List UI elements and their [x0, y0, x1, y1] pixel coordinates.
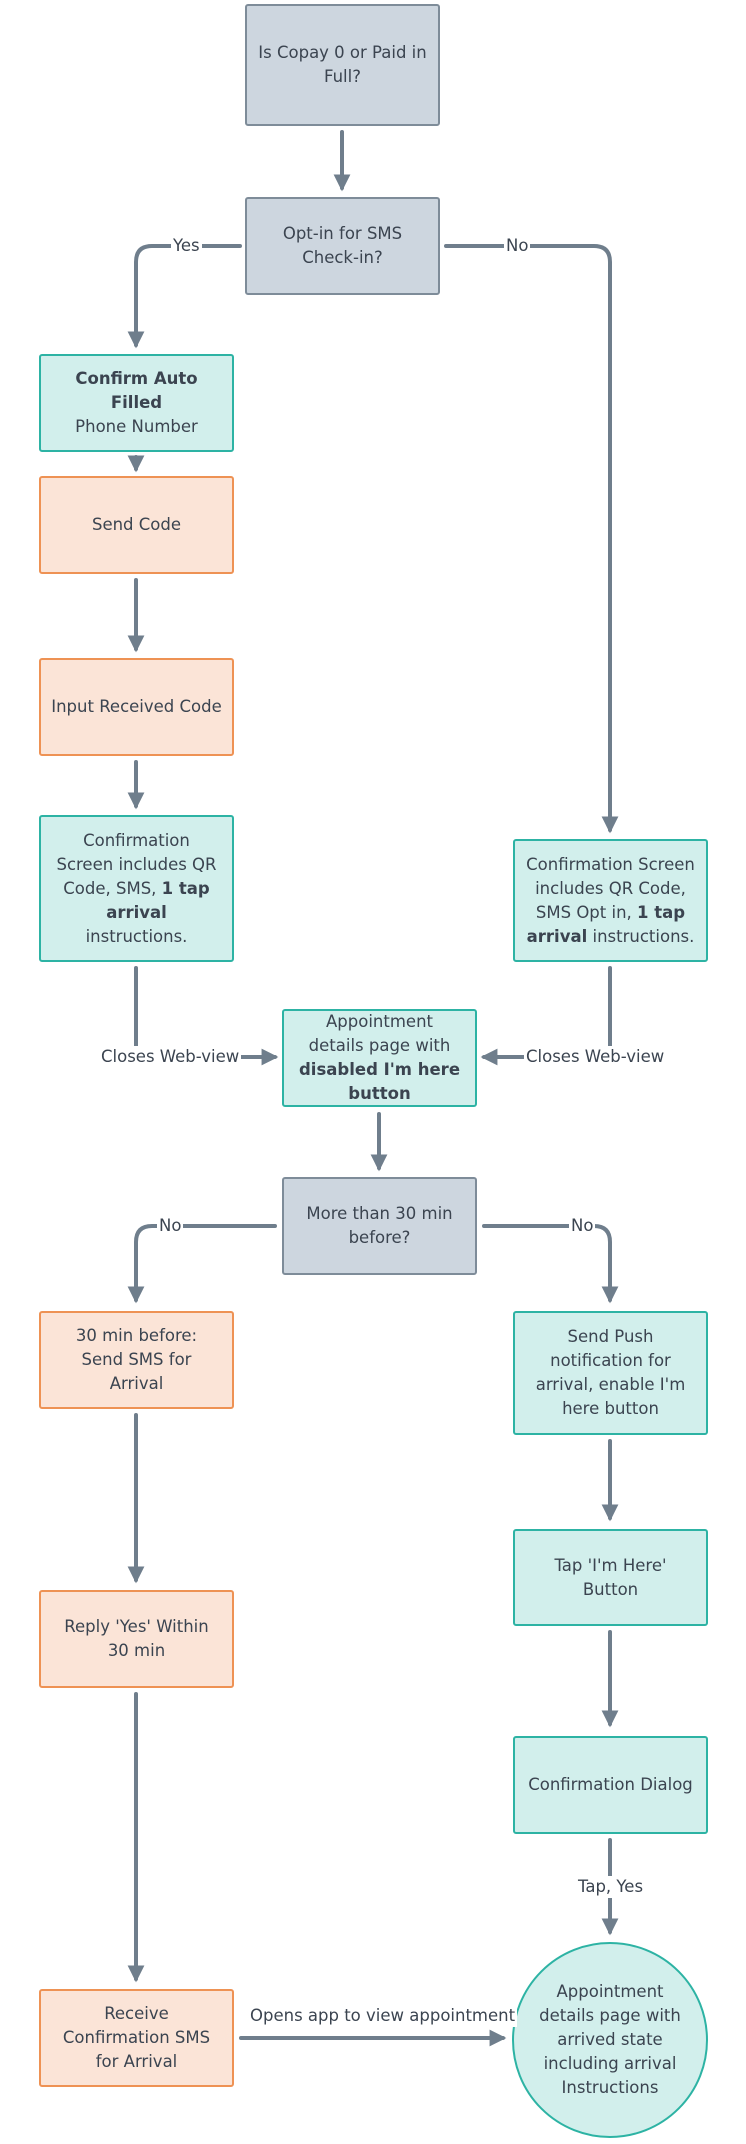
edge-label-no-left: No	[157, 1215, 184, 1237]
decision-more-30-text: More than 30 min before?	[306, 1204, 453, 1247]
step-send-code: Send Code	[39, 476, 234, 574]
decision-copay-text: Is Copay 0 or Paid in Full?	[258, 43, 427, 86]
appt-disabled-bold: disabled I'm here button	[298, 1060, 461, 1103]
step-push-notification: Send Push notification for arrival, enab…	[513, 1311, 708, 1435]
end-appointment-arrived-text: Appointment details page with arrived st…	[539, 1982, 681, 2097]
step-reply-yes-text: Reply 'Yes' Within 30 min	[64, 1617, 209, 1660]
step-push-notification-text: Send Push notification for arrival, enab…	[535, 1327, 686, 1418]
decision-sms-optin: Opt-in for SMS Check-in?	[245, 197, 440, 295]
decision-copay: Is Copay 0 or Paid in Full?	[245, 4, 440, 126]
step-send-code-text: Send Code	[91, 515, 182, 534]
edge-label-yes: Yes	[171, 235, 202, 257]
step-send-sms-arrival-text: 30 min before: Send SMS for Arrival	[75, 1326, 198, 1393]
conf-left-pre: Confirmation Screen includes QR Code, SM…	[56, 830, 217, 898]
step-receive-confirmation-text: Receive Confirmation SMS for Arrival	[62, 2004, 211, 2071]
conf-right-post: instructions.	[587, 926, 695, 946]
conf-right-pre: Confirmation Screen includes QR Code, SM…	[526, 854, 695, 922]
end-appointment-arrived: Appointment details page with arrived st…	[512, 1942, 708, 2138]
appt-disabled-pre: Appointment details page with	[308, 1012, 451, 1055]
screen-confirmation-left-text: Confirmation Screen includes QR Code, SM…	[55, 829, 218, 949]
conf-left-bold: 1 tap arrival	[106, 878, 210, 922]
step-input-code: Input Received Code	[39, 658, 234, 756]
edge-conf-right-to-appt	[480, 966, 612, 1066]
edge-optin-no	[444, 244, 619, 834]
edge-more30-no-right	[482, 1224, 619, 1304]
edge-label-no-optin: No	[504, 235, 531, 257]
screen-appointment-disabled: Appointment details page with disabled I…	[282, 1009, 477, 1107]
step-tap-im-here: Tap 'I'm Here' Button	[513, 1529, 708, 1626]
step-confirm-phone-bold: Confirm Auto Filled	[75, 369, 198, 412]
decision-more-30: More than 30 min before?	[282, 1177, 477, 1275]
step-send-sms-arrival: 30 min before: Send SMS for Arrival	[39, 1311, 234, 1409]
edge-label-closes-right: Closes Web-view	[524, 1046, 667, 1068]
screen-confirmation-right: Confirmation Screen includes QR Code, SM…	[513, 839, 708, 962]
edge-conf-left-to-appt	[134, 966, 279, 1066]
edge-label-opens-app: Opens app to view appointment	[248, 2005, 518, 2027]
decision-sms-optin-text: Opt-in for SMS Check-in?	[282, 224, 403, 267]
step-input-code-text: Input Received Code	[51, 697, 222, 716]
conf-right-bold: 1 tap arrival	[526, 902, 686, 946]
step-confirmation-dialog: Confirmation Dialog	[513, 1736, 708, 1834]
edge-label-tap-yes: Tap, Yes	[576, 1876, 646, 1898]
screen-appointment-disabled-text: Appointment details page with disabled I…	[298, 1010, 461, 1106]
edge-more30-no-left	[127, 1224, 277, 1304]
step-receive-confirmation: Receive Confirmation SMS for Arrival	[39, 1989, 234, 2087]
edge-label-closes-left: Closes Web-view	[99, 1046, 242, 1068]
edge-label-no-right: No	[569, 1215, 596, 1237]
step-tap-im-here-text: Tap 'I'm Here' Button	[554, 1555, 667, 1599]
conf-left-post: instructions.	[85, 926, 188, 946]
edge-optin-yes	[127, 244, 242, 349]
screen-confirmation-right-text: Confirmation Screen includes QR Code, SM…	[525, 853, 696, 949]
step-confirm-phone-rest: Phone Number	[75, 417, 198, 436]
step-confirmation-dialog-text: Confirmation Dialog	[528, 1775, 693, 1794]
screen-confirmation-left: Confirmation Screen includes QR Code, SM…	[39, 815, 234, 962]
step-reply-yes: Reply 'Yes' Within 30 min	[39, 1590, 234, 1688]
